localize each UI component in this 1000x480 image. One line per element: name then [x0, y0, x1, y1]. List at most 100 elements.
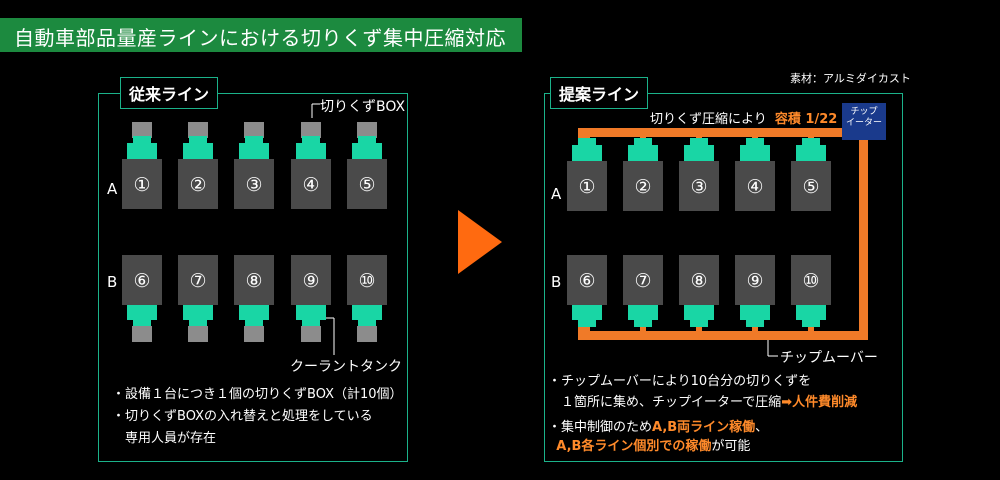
labor-cost-reduction: 人件費削減 [792, 395, 858, 410]
left-row-a-label: A [107, 180, 118, 198]
proposed-machine-a-4: ④ [735, 138, 775, 211]
transition-arrow-icon [458, 210, 502, 274]
right-bullet-2-line-1: ・集中制御のためA,B両ライン稼働、 [548, 420, 769, 435]
chip-eater-label: チップ イーター [845, 107, 882, 128]
coolant-tank [183, 305, 213, 320]
machine-number: ① [578, 176, 595, 198]
coolant-tank-callout: クーラントタンク [290, 359, 402, 375]
title-bar [0, 18, 522, 52]
machine-number: ⑨ [746, 270, 763, 292]
right-row-b-label: B [551, 273, 562, 291]
coolant-tank [578, 138, 596, 146]
left-bullet-2: ・切りくずBOXの入れ替えと処理をしている [112, 409, 373, 424]
machine-a-4: ④ [291, 122, 331, 209]
right-panel [544, 93, 903, 462]
chip-box [301, 122, 321, 138]
coolant-tank [358, 136, 376, 144]
machine-a-2: ② [178, 122, 218, 209]
machine [234, 159, 274, 209]
machine-a-3: ③ [234, 122, 274, 209]
machine-a-5: ⑤ [347, 122, 387, 209]
machine [291, 255, 331, 305]
coolant-tank [302, 136, 320, 144]
coolant-tank [296, 305, 326, 320]
coolant-tank [746, 138, 764, 146]
left-bullet-1: ・設備１台につき１個の切りくずBOX（計10個） [112, 387, 403, 402]
compress-note-text: 切りくず圧縮により [650, 112, 767, 127]
coolant-tank [352, 305, 382, 320]
machine-number: ⑩ [358, 270, 375, 292]
machine-number: ⑦ [634, 270, 651, 292]
right-bullet-1-line-1: ・チップムーバーにより10台分の切りくずを [548, 374, 812, 389]
coolant-tank [572, 305, 602, 320]
page-title: 自動車部品量産ラインにおける切りくず集中圧縮対応 [14, 26, 506, 50]
coolant-tank [802, 138, 820, 146]
right-panel-label: 提案ライン [550, 77, 649, 109]
machine [623, 255, 663, 305]
machine-b-1: ⑥ [122, 255, 162, 342]
machine-a-1: ① [122, 122, 162, 209]
machine [122, 159, 162, 209]
machine [735, 161, 775, 211]
coolant-tank [740, 305, 770, 320]
left-panel [98, 93, 408, 462]
chip-box [244, 122, 264, 138]
machine-number: ⑦ [189, 270, 206, 292]
proposed-machine-b-3: ⑧ [679, 255, 719, 327]
machine-number: ⑥ [133, 270, 150, 292]
proposed-machine-a-1: ① [567, 138, 607, 211]
chip-box [132, 122, 152, 138]
chip-box [357, 326, 377, 342]
machine [347, 159, 387, 209]
coolant-tank [796, 305, 826, 320]
machine-number: ④ [302, 174, 319, 196]
left-row-b-label: B [107, 273, 118, 291]
coolant-tank [245, 136, 263, 144]
coolant-tank [133, 136, 151, 144]
machine [234, 255, 274, 305]
machine [679, 161, 719, 211]
machine [735, 255, 775, 305]
right-bullet-1-line-2: １箇所に集め、チップイーターで圧縮➡人件費削減 [548, 395, 858, 410]
chip-box [132, 326, 152, 342]
coolant-tank [189, 136, 207, 144]
right-bullet-2-line-2: A,B各ライン個別での稼働が可能 [556, 439, 751, 454]
machine [122, 255, 162, 305]
coolant-tank [634, 138, 652, 146]
machine-b-2: ⑦ [178, 255, 218, 342]
chip-box [357, 122, 377, 138]
chip-mover-callout: チップムーバー [780, 350, 878, 366]
machine-number: ① [133, 174, 150, 196]
coolant-tank [690, 138, 708, 146]
right-row-a-label: A [551, 185, 562, 203]
proposed-machine-b-2: ⑦ [623, 255, 663, 327]
chip-box [188, 326, 208, 342]
machine [291, 159, 331, 209]
proposed-machine-a-3: ③ [679, 138, 719, 211]
machine [347, 255, 387, 305]
machine-number: ⑧ [690, 270, 707, 292]
left-panel-label: 従来ライン [120, 77, 219, 109]
proposed-machine-a-5: ⑤ [791, 138, 831, 211]
machine-number: ⑩ [802, 270, 819, 292]
machine [791, 161, 831, 211]
chip-box [244, 326, 264, 342]
left-bullet-3: 専用人員が存在 [112, 431, 217, 446]
coolant-tank [684, 305, 714, 320]
machine-number: ⑤ [358, 174, 375, 196]
machine-number: ⑧ [245, 270, 262, 292]
proposed-machine-b-5: ⑩ [791, 255, 831, 327]
machine [623, 161, 663, 211]
machine [679, 255, 719, 305]
machine-number: ⑥ [578, 270, 595, 292]
proposed-machine-b-4: ⑨ [735, 255, 775, 327]
machine-number: ② [634, 176, 651, 198]
coolant-tank [628, 305, 658, 320]
coolant-tank [127, 305, 157, 320]
material-note: 素材：アルミダイカスト [790, 72, 911, 85]
machine-number: ③ [245, 174, 262, 196]
machine-number: ⑤ [802, 176, 819, 198]
machine-number: ② [189, 174, 206, 196]
